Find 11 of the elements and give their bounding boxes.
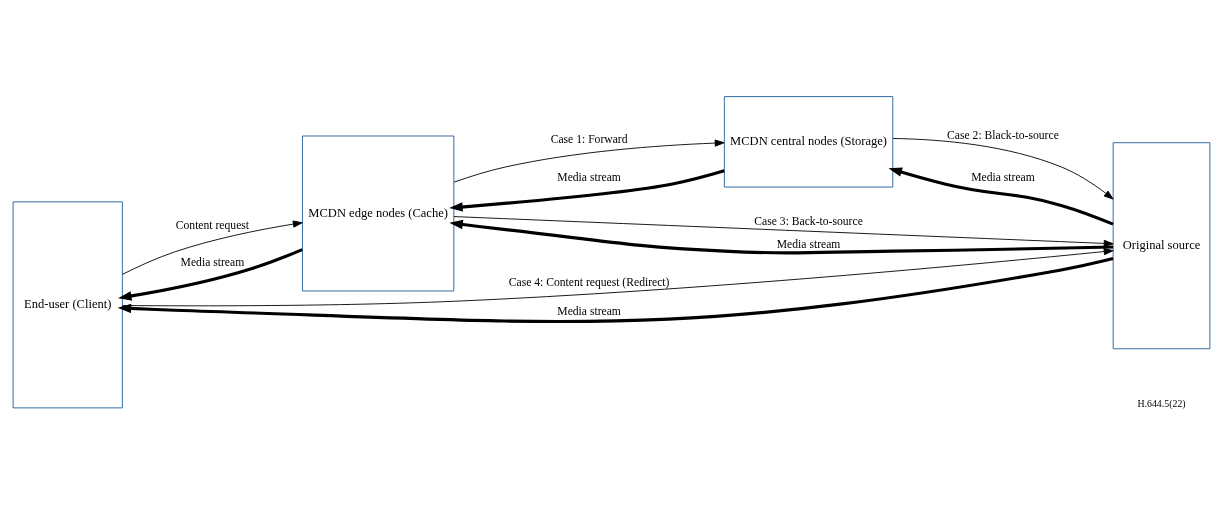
edge-label: Case 2: Black-to-source — [947, 128, 1059, 142]
edge-label: Media stream — [180, 255, 245, 269]
edge-label: Content request — [175, 219, 250, 233]
label: H.644.5(22) — [1137, 397, 1186, 409]
edge-label: Case 3: Back-to-source — [754, 214, 863, 228]
edge-label: Media stream — [557, 170, 621, 184]
edge-label: Media stream — [557, 305, 621, 319]
edge-label: Media stream — [971, 170, 1035, 184]
edge-label: Case 1: Forward — [550, 133, 628, 147]
edge-label: Case 4: Content request (Redirect) — [508, 275, 670, 289]
edge-label: Media stream — [776, 237, 841, 251]
